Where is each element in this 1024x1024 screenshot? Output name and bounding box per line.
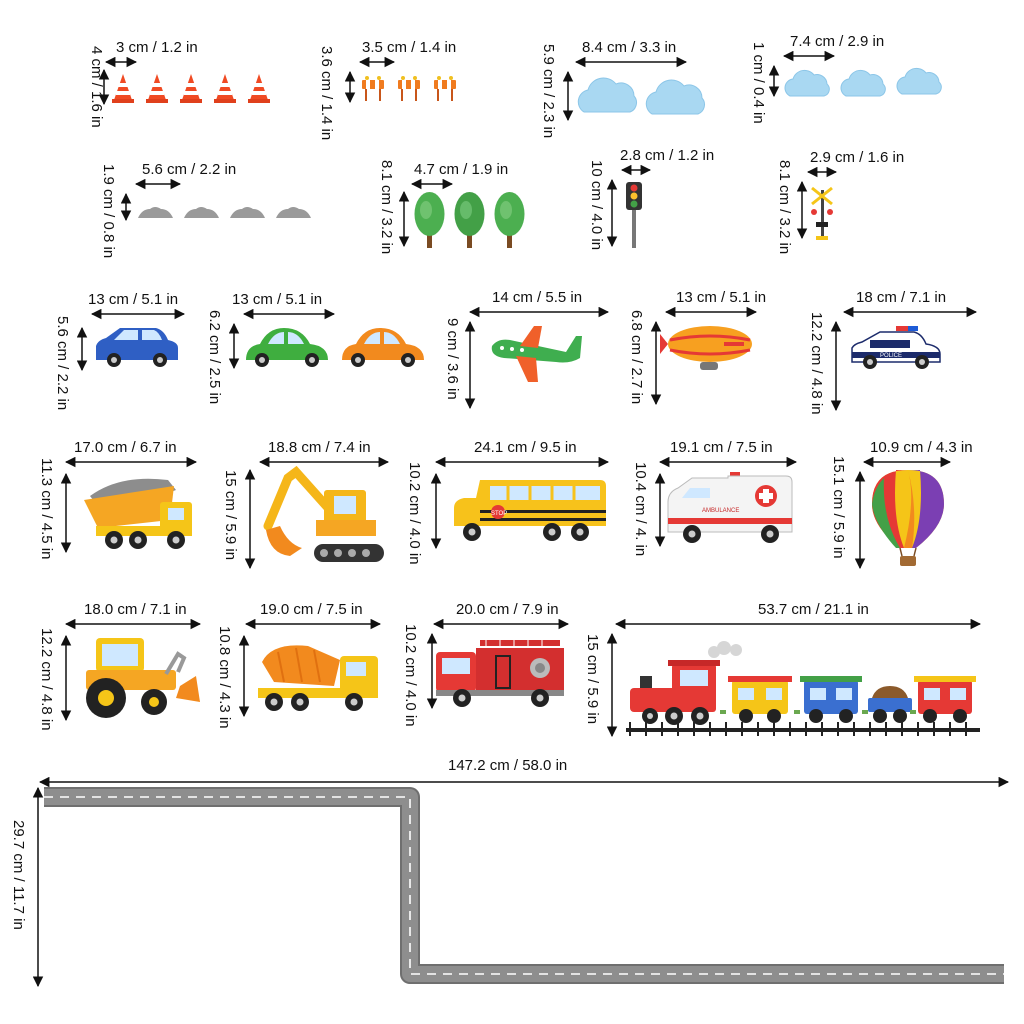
cement-mixer-icon bbox=[258, 645, 378, 711]
height-label: 4 cm / 1.6 in bbox=[88, 46, 105, 128]
width-label: 3.5 cm / 1.4 in bbox=[362, 39, 456, 56]
sticker-fire-truck: 20.0 cm / 7.9 in 10.2 cm / 4.0 in bbox=[402, 601, 570, 727]
width-label: 17.0 cm / 6.7 in bbox=[74, 439, 177, 456]
width-label: 19.0 cm / 7.5 in bbox=[260, 601, 363, 618]
width-label: 8.4 cm / 3.3 in bbox=[582, 39, 676, 56]
sticker-ambulance: 19.1 cm / 7.5 in 10.4 cm / 4. in AMBULAN… bbox=[632, 439, 798, 556]
width-label: 3 cm / 1.2 in bbox=[116, 39, 198, 56]
sticker-balloon: 10.9 cm / 4.3 in 15.1 cm / 5.9 in bbox=[830, 439, 973, 570]
height-label: 8.1 cm / 3.2 in bbox=[378, 160, 395, 254]
car-icon bbox=[246, 328, 424, 367]
hot-air-balloon-icon bbox=[872, 470, 944, 566]
tractor-icon bbox=[86, 638, 200, 718]
road-track-icon bbox=[44, 787, 1004, 984]
width-label: 13 cm / 5.1 in bbox=[676, 289, 766, 306]
width-label: 18 cm / 7.1 in bbox=[856, 289, 946, 306]
road-height-label: 29.7 cm / 11.7 in bbox=[10, 820, 27, 930]
height-label: 12.2 cm / 4.8 in bbox=[808, 312, 825, 415]
traffic-cone-icon bbox=[112, 74, 270, 103]
airplane-icon bbox=[491, 326, 582, 382]
school-bus-icon: STOP bbox=[454, 480, 606, 541]
blimp-icon bbox=[660, 326, 752, 370]
police-car-icon: POLICE bbox=[851, 326, 941, 369]
height-label: 1.9 cm / 0.8 in bbox=[100, 164, 117, 258]
sticker-beetle-cars: 13 cm / 5.1 in 6.2 cm / 2.5 in bbox=[206, 291, 424, 404]
width-label: 20.0 cm / 7.9 in bbox=[456, 601, 559, 618]
cloud-icon bbox=[577, 77, 706, 115]
height-label: 10.2 cm / 4.0 in bbox=[406, 462, 423, 565]
height-label: 10.4 cm / 4. in bbox=[632, 462, 649, 556]
cloud-icon bbox=[784, 67, 942, 97]
sticker-police-car: 18 cm / 7.1 in 12.2 cm / 4.8 in POLICE bbox=[808, 289, 978, 415]
sticker-road: 147.2 cm / 58.0 in 29.7 cm / 11.7 in bbox=[10, 757, 1010, 988]
width-label: 18.8 cm / 7.4 in bbox=[268, 439, 371, 456]
sticker-dump-truck: 17.0 cm / 6.7 in 11.3 cm / 4.5 in bbox=[38, 439, 198, 559]
train-icon bbox=[626, 641, 980, 736]
width-label: 14 cm / 5.5 in bbox=[492, 289, 582, 306]
sticker-cone: 3 cm / 1.2 in 4 cm / 1.6 in bbox=[88, 39, 270, 128]
sticker-barrier: 3.5 cm / 1.4 in 3.6 cm / 1.4 in bbox=[318, 39, 456, 140]
ambulance-text: AMBULANCE bbox=[702, 508, 739, 514]
width-label: 10.9 cm / 4.3 in bbox=[870, 439, 973, 456]
rock-icon bbox=[138, 207, 311, 218]
width-label: 5.6 cm / 2.2 in bbox=[142, 161, 236, 178]
height-label: 15.1 cm / 5.9 in bbox=[830, 456, 847, 559]
sticker-airplane: 14 cm / 5.5 in 9 cm / 3.6 in bbox=[444, 289, 610, 410]
height-label: 1 cm / 0.4 in bbox=[750, 42, 767, 124]
road-barrier-icon bbox=[362, 76, 456, 101]
sticker-train: 53.7 cm / 21.1 in 15 cm / 5.9 in bbox=[584, 601, 982, 738]
sticker-crossing-signal: 2.9 cm / 1.6 in 8.1 cm / 3.2 in bbox=[776, 149, 904, 254]
height-label: 12.2 cm / 4.8 in bbox=[38, 628, 55, 731]
height-label: 5.6 cm / 2.2 in bbox=[54, 316, 71, 410]
width-label: 18.0 cm / 7.1 in bbox=[84, 601, 187, 618]
ambulance-icon: AMBULANCE bbox=[667, 472, 793, 543]
road-width-label: 147.2 cm / 58.0 in bbox=[448, 757, 567, 774]
width-label: 2.9 cm / 1.6 in bbox=[810, 149, 904, 166]
height-label: 9 cm / 3.6 in bbox=[444, 318, 461, 400]
height-label: 8.1 cm / 3.2 in bbox=[776, 160, 793, 254]
sticker-rock: 5.6 cm / 2.2 in 1.9 cm / 0.8 in bbox=[100, 161, 311, 258]
traffic-light-icon bbox=[626, 182, 642, 248]
width-label: 13 cm / 5.1 in bbox=[232, 291, 322, 308]
sticker-cloud-large: 8.4 cm / 3.3 in 5.9 cm / 2.3 in bbox=[540, 39, 706, 138]
height-label: 6.8 cm / 2.7 in bbox=[628, 310, 645, 404]
sticker-blimp: 13 cm / 5.1 in 6.8 cm / 2.7 in bbox=[628, 289, 766, 406]
height-label: 5.9 cm / 2.3 in bbox=[540, 44, 557, 138]
height-label: 10 cm / 4.0 in bbox=[588, 160, 605, 250]
railroad-crossing-icon bbox=[811, 186, 833, 240]
height-label: 11.3 cm / 4.5 in bbox=[38, 458, 55, 559]
suv-icon bbox=[96, 328, 178, 367]
height-label: 10.8 cm / 4.3 in bbox=[216, 626, 233, 729]
police-text: POLICE bbox=[880, 353, 902, 359]
height-label: 3.6 cm / 1.4 in bbox=[318, 46, 335, 140]
width-label: 19.1 cm / 7.5 in bbox=[670, 439, 773, 456]
fire-truck-icon bbox=[436, 640, 564, 707]
width-label: 53.7 cm / 21.1 in bbox=[758, 601, 869, 618]
sticker-suv: 13 cm / 5.1 in 5.6 cm / 2.2 in bbox=[54, 291, 186, 410]
dump-truck-icon bbox=[84, 478, 192, 549]
width-label: 13 cm / 5.1 in bbox=[88, 291, 178, 308]
width-label: 24.1 cm / 9.5 in bbox=[474, 439, 577, 456]
excavator-icon bbox=[263, 465, 384, 562]
sticker-tractor: 18.0 cm / 7.1 in 12.2 cm / 4.8 in bbox=[38, 601, 202, 731]
height-label: 15 cm / 5.9 in bbox=[584, 634, 601, 724]
sticker-traffic-light: 2.8 cm / 1.2 in 10 cm / 4.0 in bbox=[588, 147, 714, 250]
sticker-mixer: 19.0 cm / 7.5 in 10.8 cm / 4.3 in bbox=[216, 601, 382, 729]
stop-sign-text: STOP bbox=[491, 511, 507, 517]
sticker-cloud-small: 7.4 cm / 2.9 in 1 cm / 0.4 in bbox=[750, 33, 942, 124]
sticker-excavator: 18.8 cm / 7.4 in 15 cm / 5.9 in bbox=[222, 439, 390, 570]
sticker-tree: 4.7 cm / 1.9 in 8.1 cm / 3.2 in bbox=[378, 160, 525, 254]
width-label: 7.4 cm / 2.9 in bbox=[790, 33, 884, 50]
width-label: 2.8 cm / 1.2 in bbox=[620, 147, 714, 164]
height-label: 6.2 cm / 2.5 in bbox=[206, 310, 223, 404]
height-label: 15 cm / 5.9 in bbox=[222, 470, 239, 560]
width-label: 4.7 cm / 1.9 in bbox=[414, 161, 508, 178]
height-label: 10.2 cm / 4.0 in bbox=[402, 624, 419, 727]
tree-icon bbox=[414, 192, 525, 248]
sticker-school-bus: 24.1 cm / 9.5 in 10.2 cm / 4.0 in STOP bbox=[406, 439, 610, 565]
